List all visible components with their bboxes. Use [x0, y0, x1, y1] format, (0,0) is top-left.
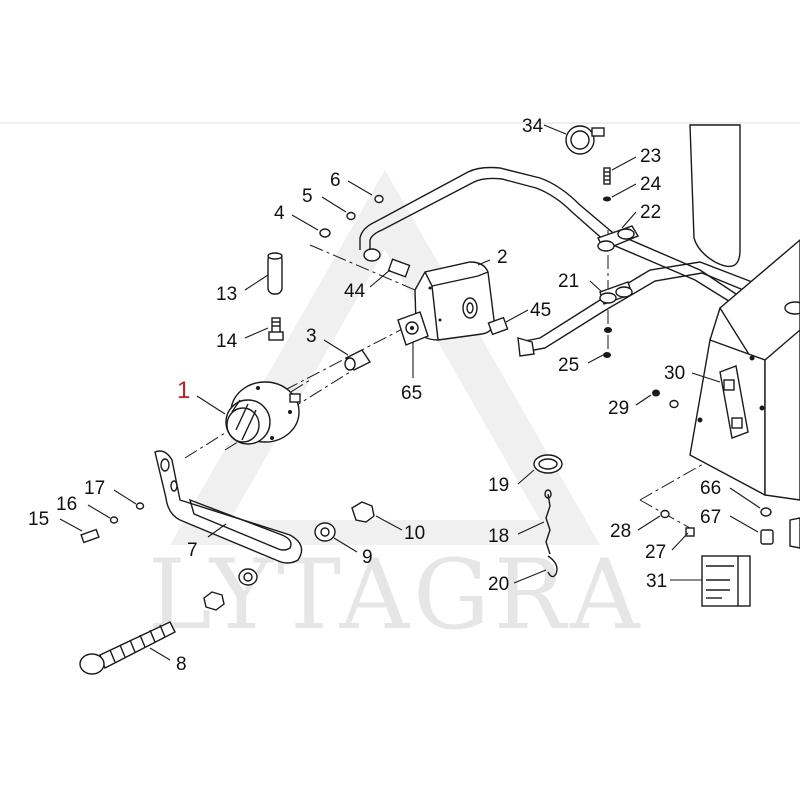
washer-9 — [314, 522, 336, 542]
watermark-text: LYTAGRA — [148, 539, 643, 651]
callout-5: 5 — [302, 186, 313, 207]
seal-66 — [760, 507, 772, 517]
washer-24 — [603, 196, 611, 202]
bolt-23 — [603, 167, 611, 185]
coupling-1 — [225, 381, 301, 445]
fitting-44 — [363, 248, 411, 278]
hydraulic-pump — [397, 261, 495, 346]
nut-right — [789, 517, 800, 549]
nut-10 — [351, 501, 375, 523]
pipe-clamp-22 — [597, 225, 640, 252]
washer-28 — [660, 509, 670, 519]
nut-6 — [374, 194, 384, 204]
plug-67 — [760, 529, 774, 545]
watermark: LYTAGRA — [148, 170, 643, 651]
callout-45: 45 — [530, 300, 551, 321]
callout-8: 8 — [176, 654, 187, 675]
callout-6: 6 — [330, 170, 341, 191]
pipe-clamp-21 — [599, 281, 633, 305]
nut-25-upper — [604, 327, 612, 333]
part-30-bracket — [719, 365, 749, 439]
lever-7 — [154, 450, 303, 564]
callout-16: 16 — [56, 494, 77, 515]
callout-67: 67 — [700, 507, 721, 528]
gearbox-housing — [689, 124, 800, 501]
washer-29 — [669, 399, 679, 409]
callout-25: 25 — [558, 355, 579, 376]
callout-65: 65 — [401, 383, 422, 404]
callout-66: 66 — [700, 478, 721, 499]
washer-5 — [346, 211, 356, 221]
callout-44: 44 — [344, 281, 366, 302]
part-34-gauge — [565, 125, 605, 155]
washer-16 — [109, 516, 119, 524]
callout-27: 27 — [645, 542, 666, 563]
hydraulic-pipe-upper — [359, 166, 746, 309]
hose-clamp-19 — [533, 454, 563, 474]
callout-14: 14 — [216, 331, 238, 352]
callout-3: 3 — [306, 326, 317, 347]
callout-20: 20 — [488, 574, 509, 595]
bushing-3 — [344, 349, 372, 371]
callout-23: 23 — [640, 146, 661, 167]
callout-31: 31 — [646, 571, 667, 592]
callout-19: 19 — [488, 475, 509, 496]
nut-lower — [203, 591, 225, 611]
fitting-45 — [487, 316, 509, 336]
washer-lower — [238, 568, 258, 586]
callout-30: 30 — [664, 363, 685, 384]
callout-13: 13 — [216, 284, 237, 305]
callout-4: 4 — [274, 203, 285, 224]
label-plate-31 — [701, 555, 751, 607]
bolt-27 — [685, 527, 695, 537]
pin-13 — [267, 252, 283, 295]
callout-1: 1 — [177, 377, 190, 404]
callout-34: 34 — [522, 116, 544, 137]
callout-9: 9 — [362, 547, 373, 568]
callout-2: 2 — [497, 247, 508, 268]
nut-25 — [603, 352, 611, 358]
callout-21: 21 — [558, 271, 579, 292]
chain-18 — [544, 489, 552, 555]
hook-20 — [547, 555, 558, 578]
callout-28: 28 — [610, 521, 631, 542]
threaded-rod-8 — [79, 621, 176, 675]
leader-lines — [59, 124, 761, 661]
nut-29 — [652, 389, 660, 397]
callout-10: 10 — [404, 523, 425, 544]
callout-7: 7 — [187, 540, 198, 561]
bolt-14 — [268, 317, 284, 341]
callout-22: 22 — [640, 202, 661, 223]
callout-18: 18 — [488, 526, 509, 547]
washer-17 — [135, 502, 145, 510]
washer-4 — [319, 228, 331, 238]
bolt-15 — [80, 528, 100, 544]
callout-15: 15 — [28, 509, 49, 530]
callout-24: 24 — [640, 174, 662, 195]
callout-17: 17 — [84, 478, 105, 499]
callout-29: 29 — [608, 398, 629, 419]
